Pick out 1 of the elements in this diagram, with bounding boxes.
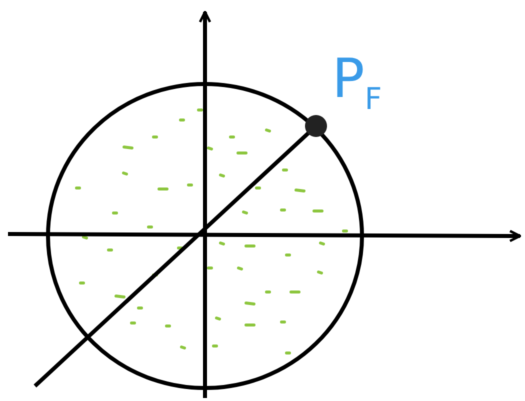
point-label: P$_{F}$ [332,52,382,115]
